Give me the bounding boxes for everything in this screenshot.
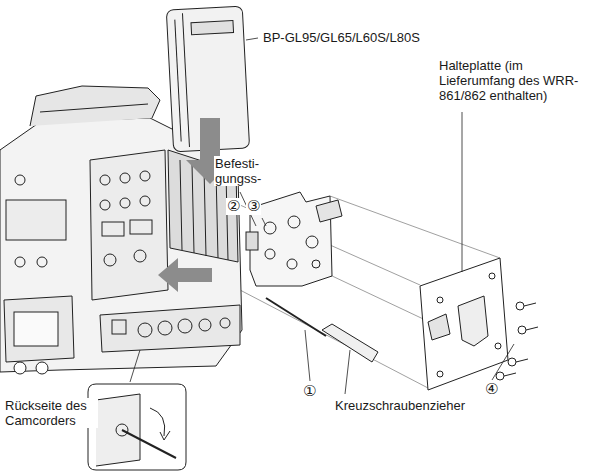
callout-number: ① <box>302 383 317 400</box>
callout-number: ② <box>226 198 241 215</box>
part-label: Halteplatte (im Lieferumfang des WRR- 86… <box>438 58 592 103</box>
holding-plate <box>420 258 508 390</box>
callout-number: ④ <box>484 381 499 398</box>
connector-panel <box>100 305 240 352</box>
part-label: Kreuzschraubenzieher <box>334 398 466 413</box>
display-panel <box>4 296 74 362</box>
callout-number: ③ <box>246 198 261 215</box>
screwdriver <box>266 298 378 362</box>
part-label: Befesti- gungss- <box>214 156 274 186</box>
side-panel <box>90 150 168 300</box>
screw <box>496 302 538 380</box>
camcorder-body <box>0 118 242 372</box>
camcorder-handle <box>30 86 160 126</box>
part-label: Rückseite des Camcorders <box>4 398 98 428</box>
part-label: BP-GL95/GL65/L60S/L80S <box>262 30 421 45</box>
detail-inset <box>88 384 186 470</box>
slide-arrow <box>158 258 212 292</box>
